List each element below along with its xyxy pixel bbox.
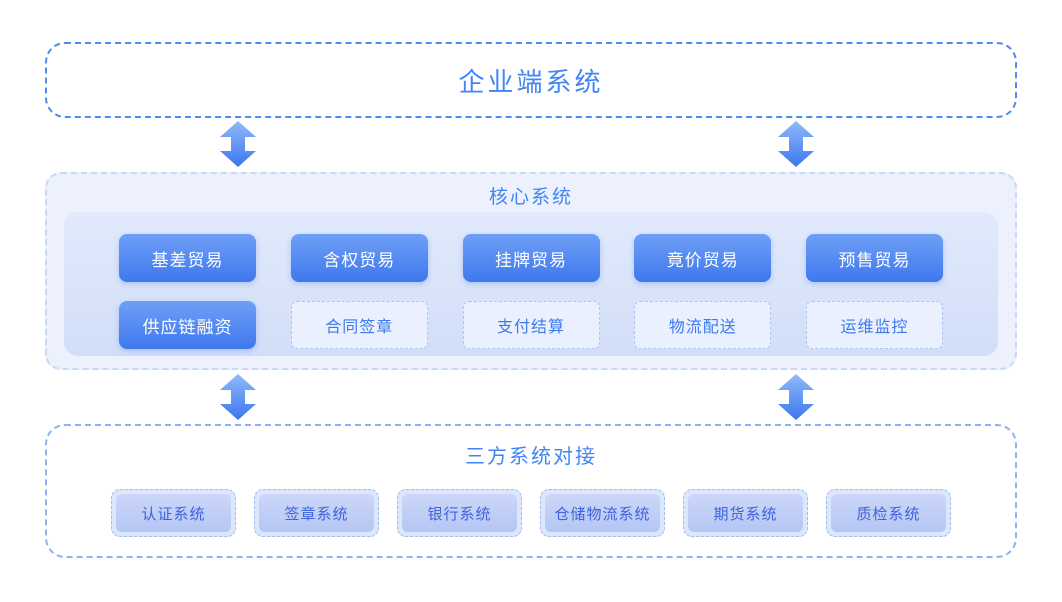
third-party-node-label: 期货系统 (688, 494, 803, 532)
core-system-title: 核心系统 (488, 187, 573, 208)
third-party-node: 银行系统 (397, 489, 522, 537)
core-module-node: 运维监控 (806, 301, 943, 349)
core-module-node: 供应链融资 (119, 301, 256, 349)
third-party-node-label: 仓储物流系统 (545, 494, 660, 532)
third-party-node: 认证系统 (111, 489, 236, 537)
third-party-node-label: 签章系统 (259, 494, 374, 532)
core-module-node: 挂牌贸易 (462, 234, 600, 282)
core-module-node: 预售贸易 (806, 234, 943, 282)
enterprise-system-title: 企业端系统 (458, 66, 604, 97)
third-party-node: 仓储物流系统 (540, 489, 665, 537)
bidirectional-arrow-icon (778, 121, 814, 167)
third-party-node-label: 认证系统 (116, 494, 231, 532)
third-party-node: 期货系统 (683, 489, 808, 537)
core-module-node: 物流配送 (634, 301, 772, 349)
third-party-node-label: 银行系统 (402, 494, 517, 532)
third-party-node: 质检系统 (826, 489, 951, 537)
core-system-panel: 基差贸易含权贸易挂牌贸易竟价贸易预售贸易 供应链融资合同签章支付结算物流配送运维… (64, 212, 998, 356)
third-party-title: 三方系统对接 (465, 446, 597, 468)
third-party-row: 认证系统 签章系统 银行系统 仓储物流系统 期货系统 质检系统 (47, 489, 1015, 537)
third-party-node-label: 质检系统 (831, 494, 946, 532)
core-module-node: 基差贸易 (119, 234, 256, 282)
core-module-node: 竟价贸易 (634, 234, 772, 282)
core-module-node: 含权贸易 (290, 234, 428, 282)
third-party-section: 三方系统对接 认证系统 签章系统 银行系统 仓储物流系统 期货系统 质检系统 (45, 424, 1017, 558)
core-module-node: 合同签章 (290, 301, 428, 349)
bidirectional-arrow-icon (778, 374, 814, 420)
third-party-node: 签章系统 (254, 489, 379, 537)
core-module-node: 支付结算 (462, 301, 600, 349)
bidirectional-arrow-icon (220, 374, 256, 420)
core-system-section: 核心系统 基差贸易含权贸易挂牌贸易竟价贸易预售贸易 供应链融资合同签章支付结算物… (45, 172, 1017, 370)
enterprise-system-section: 企业端系统 (45, 42, 1017, 118)
core-module-row-1: 基差贸易含权贸易挂牌贸易竟价贸易预售贸易 (119, 234, 943, 282)
bidirectional-arrow-icon (220, 121, 256, 167)
core-module-row-2: 供应链融资合同签章支付结算物流配送运维监控 (119, 301, 943, 349)
